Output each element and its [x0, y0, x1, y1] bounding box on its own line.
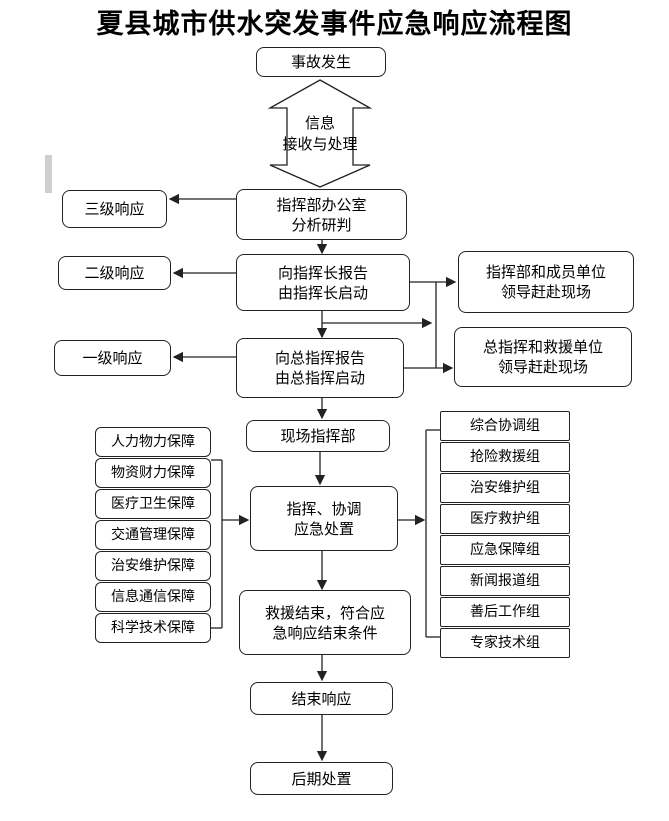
info-line1: 信息 [304, 114, 335, 132]
guarantee-label: 信息通信保障 [111, 589, 195, 605]
hq-units-box: 指挥部和成员单位 领导赶赴现场 [458, 251, 634, 313]
aftermath-label: 后期处置 [291, 769, 352, 788]
report-general-line2: 由总指挥启动 [274, 369, 365, 387]
coordinate-line2: 应急处置 [293, 519, 354, 538]
general-units-line1: 总指挥和救援单位 [482, 338, 603, 356]
hq-units-line2: 领导赶赴现场 [500, 283, 591, 301]
group-label: 专家技术组 [470, 635, 540, 651]
report-chief-box: 向指挥长报告 由指挥长启动 [236, 254, 410, 311]
guarantee-label: 人力物力保障 [111, 434, 195, 450]
group-label: 应急保障组 [470, 542, 540, 558]
group-item: 应急保障组 [440, 535, 570, 565]
guarantee-item: 人力物力保障 [95, 427, 211, 457]
rescue-end-line2: 急响应结束条件 [272, 623, 378, 642]
guarantee-item: 科学技术保障 [95, 613, 211, 643]
end-response-box: 结束响应 [250, 682, 393, 715]
guarantee-item: 交通管理保障 [95, 520, 211, 550]
office-line2: 分析研判 [291, 215, 352, 234]
incident-box: 事故发生 [256, 47, 386, 77]
rescue-end-box: 救援结束，符合应 急响应结束条件 [239, 590, 411, 655]
page-title: 夏县城市供水突发事件应急响应流程图 [96, 9, 573, 40]
group-item: 综合协调组 [440, 411, 570, 441]
guarantee-item: 医疗卫生保障 [95, 489, 211, 519]
report-general-box: 向总指挥报告 由总指挥启动 [236, 338, 404, 398]
guarantee-item: 信息通信保障 [95, 582, 211, 612]
incident-label: 事故发生 [290, 53, 351, 71]
info-processing-label: 信息 接收与处理 [270, 113, 370, 155]
guarantee-label: 交通管理保障 [111, 527, 195, 543]
scroll-marker [45, 155, 52, 193]
guarantee-label: 物资财力保障 [111, 465, 195, 481]
coordinate-line1: 指挥、协调 [286, 499, 362, 518]
group-label: 善后工作组 [470, 604, 540, 620]
report-chief-line1: 向指挥长报告 [277, 263, 368, 282]
info-double-arrow [267, 79, 373, 188]
hq-units-line1: 指挥部和成员单位 [485, 263, 606, 281]
group-item: 医疗救护组 [440, 504, 570, 534]
report-general-line1: 向总指挥报告 [274, 349, 365, 367]
group-label: 治安维护组 [470, 480, 540, 496]
group-label: 综合协调组 [470, 418, 540, 434]
guarantee-label: 医疗卫生保障 [111, 496, 195, 512]
group-item: 抢险救援组 [440, 442, 570, 472]
level3-label: 三级响应 [84, 200, 145, 218]
aftermath-box: 后期处置 [250, 762, 393, 795]
general-units-box: 总指挥和救援单位 领导赶赴现场 [454, 327, 632, 387]
guarantee-item: 物资财力保障 [95, 458, 211, 488]
general-units-line2: 领导赶赴现场 [497, 358, 588, 376]
group-item: 专家技术组 [440, 628, 570, 658]
report-chief-line2: 由指挥长启动 [277, 283, 368, 302]
info-line2: 接收与处理 [282, 135, 358, 153]
group-item: 治安维护组 [440, 473, 570, 503]
group-item: 新闻报道组 [440, 566, 570, 596]
coordinate-box: 指挥、协调 应急处置 [250, 486, 398, 551]
level2-box: 二级响应 [58, 256, 171, 290]
group-label: 新闻报道组 [470, 573, 540, 589]
group-label: 抢险救援组 [470, 449, 540, 465]
rescue-end-line1: 救援结束，符合应 [264, 603, 385, 622]
end-response-label: 结束响应 [291, 689, 352, 708]
group-label: 医疗救护组 [470, 511, 540, 527]
level1-label: 一级响应 [82, 349, 143, 367]
field-hq-label: 现场指挥部 [280, 427, 356, 445]
guarantee-item: 治安维护保障 [95, 551, 211, 581]
field-hq-box: 现场指挥部 [246, 420, 390, 452]
guarantee-label: 治安维护保障 [111, 558, 195, 574]
level3-box: 三级响应 [62, 190, 167, 228]
group-item: 善后工作组 [440, 597, 570, 627]
office-line1: 指挥部办公室 [276, 195, 367, 214]
guarantee-label: 科学技术保障 [111, 620, 195, 636]
level2-label: 二级响应 [84, 264, 145, 282]
level1-box: 一级响应 [54, 340, 171, 376]
command-office-box: 指挥部办公室 分析研判 [236, 189, 407, 240]
